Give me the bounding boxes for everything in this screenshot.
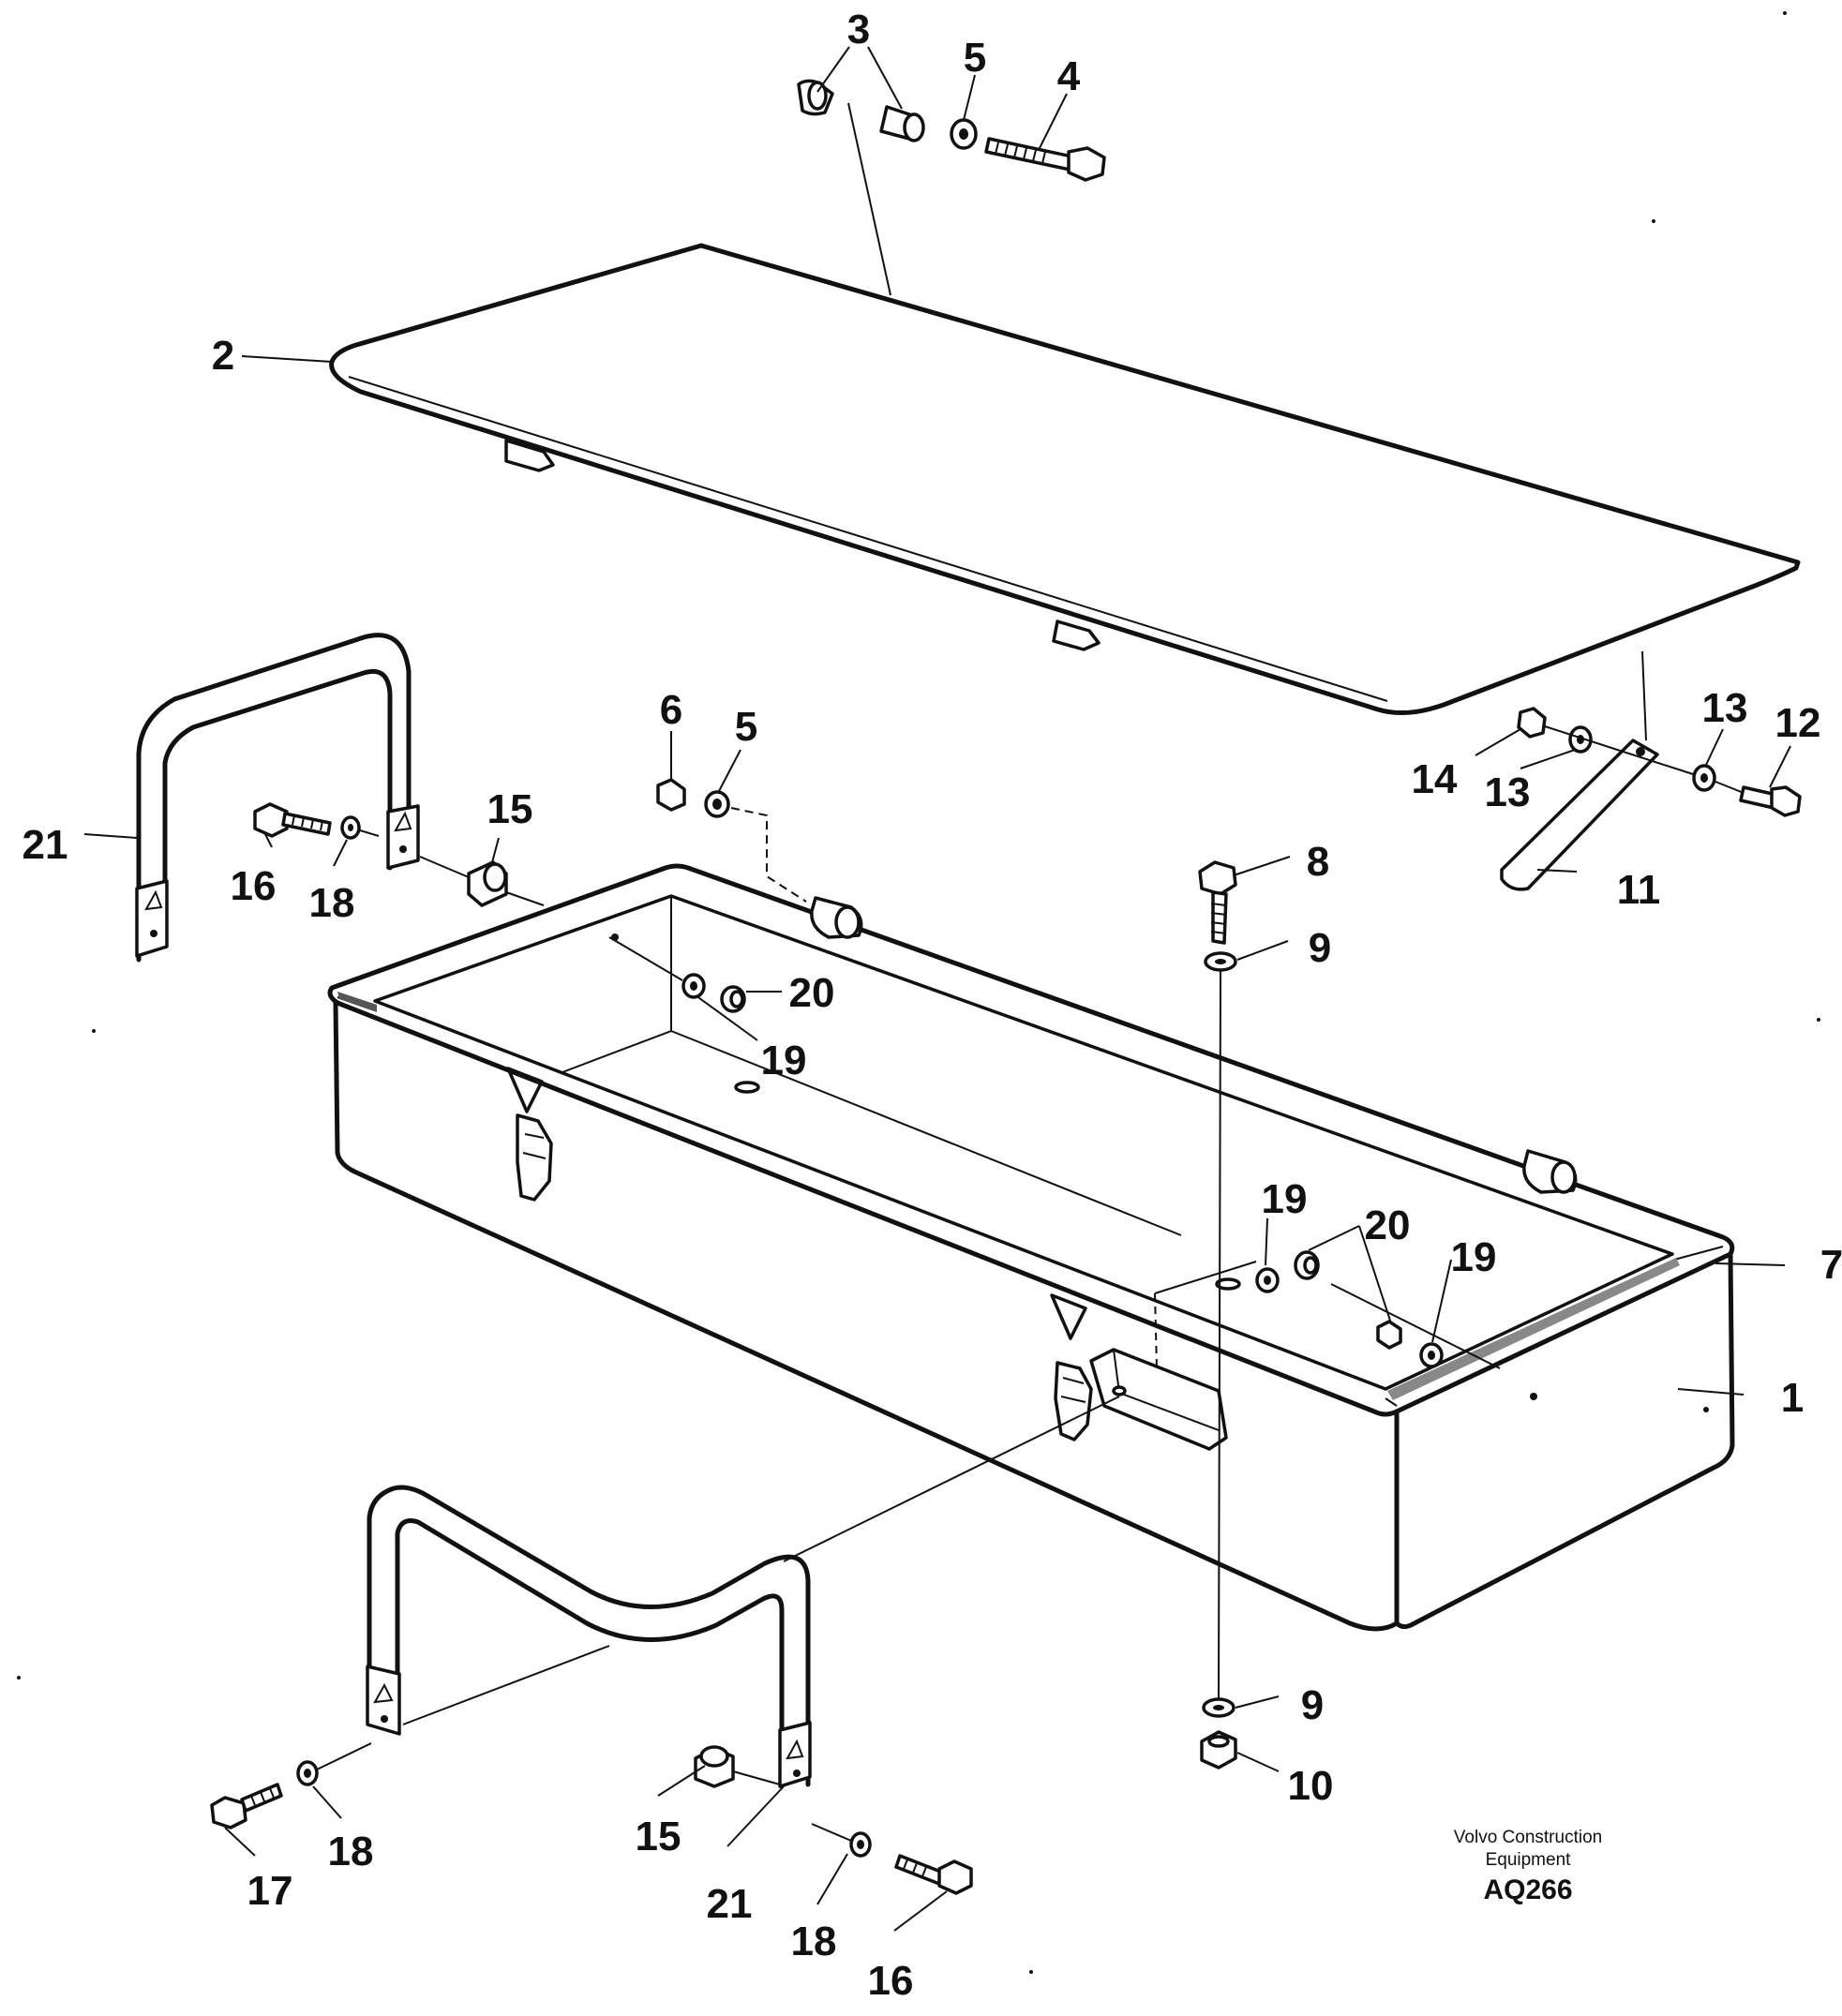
callout-9-bottom: 9 xyxy=(1301,1682,1324,1728)
callout-21-upper: 21 xyxy=(22,822,68,868)
callout-16-lower: 16 xyxy=(868,1958,914,2004)
lid-hinge-front xyxy=(504,439,555,472)
callout-14: 14 xyxy=(1412,756,1458,802)
callout-17: 17 xyxy=(247,1868,293,1914)
callout-8: 8 xyxy=(1307,839,1329,885)
inner-fasteners-right xyxy=(1255,1250,1501,1369)
lid-stay-assembly xyxy=(1500,650,1802,891)
lid-stay-screw-head xyxy=(1770,785,1802,817)
stamp-maker-line1: Volvo Construction xyxy=(1454,1828,1602,1847)
callout-20-right: 20 xyxy=(1365,1202,1411,1248)
lower-handle-bolt-17-head xyxy=(210,1796,247,1829)
hinge-bolt-shank xyxy=(984,137,1078,172)
callout-15-upper: 15 xyxy=(487,786,533,832)
callout-18-lower-left: 18 xyxy=(328,1829,374,1874)
leader-lines xyxy=(83,46,1791,1932)
callout-1: 1 xyxy=(1781,1375,1804,1421)
callout-12: 12 xyxy=(1775,700,1821,746)
callout-13-left: 13 xyxy=(1485,769,1531,815)
front-latch-left xyxy=(506,1067,553,1202)
handle-lower xyxy=(210,1396,1120,1895)
callout-13-right: 13 xyxy=(1702,685,1748,731)
paper-specks xyxy=(17,11,1820,1974)
callout-5-box: 5 xyxy=(735,704,757,750)
bolt-head-8 xyxy=(1198,860,1237,896)
hinge-bolt-head xyxy=(1067,146,1106,182)
lid-panel xyxy=(329,243,1801,715)
handle-upper xyxy=(135,633,545,963)
callout-2: 2 xyxy=(212,333,234,379)
bolt-shank-8 xyxy=(1211,890,1228,945)
lid-hinge-back xyxy=(1052,620,1101,651)
mounting-bracket xyxy=(1089,1261,1257,1451)
callout-20-left: 20 xyxy=(789,970,835,1016)
vertical-bolt-assembly xyxy=(1198,860,1237,1770)
callout-7: 7 xyxy=(1820,1242,1842,1288)
callout-19-right: 19 xyxy=(1451,1234,1497,1280)
upper-handle-bolt-shank xyxy=(281,812,332,836)
lid-stay-nut xyxy=(1517,707,1547,739)
stamp-drawing-code: AQ266 xyxy=(1483,1874,1572,1905)
drawing-stamp: Volvo Construction Equipment AQ266 xyxy=(1454,1828,1602,1905)
callout-19-mid: 19 xyxy=(1262,1176,1308,1222)
callout-numbers: 3 5 4 2 6 5 13 12 14 13 21 15 16 18 8 11… xyxy=(22,7,1842,2004)
callout-15-lower: 15 xyxy=(636,1814,681,1859)
box-hinge-nut xyxy=(656,778,686,812)
tool-box xyxy=(327,863,1735,1632)
upper-handle-bolt-head xyxy=(253,802,289,838)
callout-5-top: 5 xyxy=(964,35,986,81)
callout-19-left: 19 xyxy=(761,1038,807,1083)
callout-6: 6 xyxy=(660,687,682,733)
lid-stay-arm xyxy=(1500,739,1659,891)
callout-16-upper: 16 xyxy=(231,863,277,909)
callout-10: 10 xyxy=(1288,1763,1334,1809)
front-latch-right xyxy=(1050,1293,1093,1441)
hinge-pin-assembly xyxy=(797,79,1106,296)
stamp-maker-line2: Equipment xyxy=(1486,1850,1572,1870)
callout-18-upper: 18 xyxy=(309,880,355,926)
inner-fasteners-left xyxy=(608,936,746,1013)
lower-handle-bolt-17-shank xyxy=(240,1783,283,1813)
callout-3: 3 xyxy=(847,7,870,52)
lower-handle-bolt-16-shank xyxy=(894,1854,945,1886)
callout-9-top: 9 xyxy=(1309,925,1331,971)
callout-18-lower-right: 18 xyxy=(791,1919,837,1964)
callout-4: 4 xyxy=(1057,53,1081,99)
callout-21-lower: 21 xyxy=(707,1881,753,1927)
callout-11: 11 xyxy=(1617,867,1661,913)
lower-handle-bolt-16-head xyxy=(937,1859,973,1895)
